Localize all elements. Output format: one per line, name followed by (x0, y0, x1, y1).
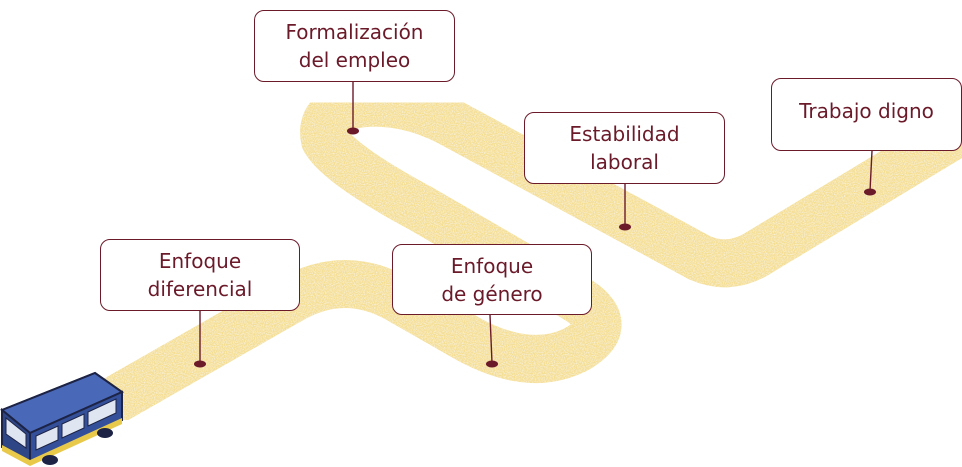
label-line: Enfoque (158, 249, 242, 273)
label-enfoque-diferencial: Enfoque diferencial (100, 239, 300, 311)
label-estabilidad-laboral: Estabilidad laboral (524, 112, 725, 184)
marker-dot-icon (347, 127, 359, 135)
label-line: diferencial (147, 277, 253, 301)
label-enfoque-genero: Enfoque de género (392, 244, 592, 315)
marker-dots (194, 127, 876, 368)
label-line: laboral (590, 150, 659, 174)
marker-dot-icon (486, 360, 498, 368)
label-line: de género (441, 281, 543, 306)
label-line: Formalización (285, 20, 424, 44)
label-line: Estabilidad (569, 122, 680, 146)
marker-dot-icon (864, 188, 876, 196)
marker-dot-icon (619, 223, 631, 231)
label-formalizacion-empleo: Formalización del empleo (254, 10, 455, 82)
label-line: del empleo (298, 48, 411, 72)
label-trabajo-digno: Trabajo digno (771, 78, 962, 151)
bus-icon (0, 371, 125, 466)
label-line: Trabajo digno (799, 99, 934, 123)
leader-lines (199, 82, 873, 364)
marker-dot-icon (194, 360, 206, 368)
leader-enfoque-genero (489, 314, 493, 364)
leader-trabajo-digno (869, 150, 873, 192)
label-line: Enfoque (450, 253, 534, 278)
